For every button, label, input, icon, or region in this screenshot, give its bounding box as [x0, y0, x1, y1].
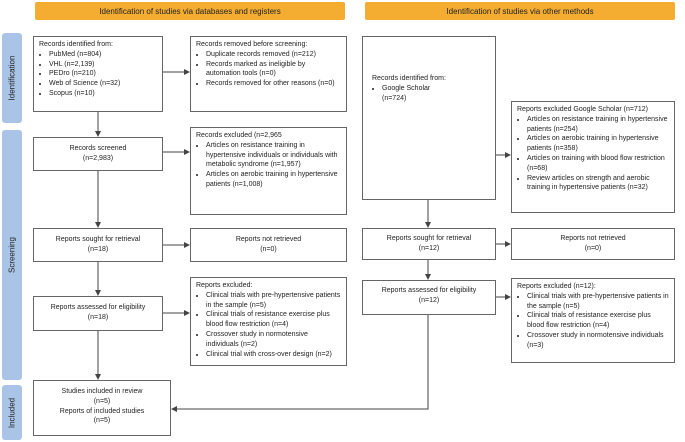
header-databases: Identification of studies via databases …: [35, 2, 345, 20]
list-item: Duplicate records removed (n=212): [206, 50, 341, 60]
other-reports-sought-box: Reports sought for retrieval (n=12): [362, 228, 496, 260]
list-item: PEDro (n=210): [49, 69, 157, 79]
list-item: Articles on resistance training in hyper…: [206, 141, 341, 170]
other-reports-not-retrieved-count: (n=0): [584, 244, 602, 252]
other-reports-assessed-count: (n=12): [418, 296, 440, 304]
list-item: Clinical trials of resistance exercise p…: [527, 311, 669, 331]
list-item: Clinical trials of resistance exercise p…: [206, 310, 341, 330]
list-item: Articles on aerobic training in hyperten…: [206, 170, 341, 190]
records-excluded-box: Records excluded (n=2,965 Articles on re…: [190, 127, 347, 215]
header-databases-label: Identification of studies via databases …: [99, 6, 281, 16]
list-item: Clinical trial with cross-over design (n…: [206, 350, 341, 360]
reports-not-retrieved-count: (n=0): [260, 245, 277, 253]
records-screened-box: Records screened (n=2,983): [33, 137, 163, 171]
excluded-google-scholar-box: Reports excluded Google Scholar (n=712) …: [511, 101, 675, 213]
records-identified-box: Records identified from: PubMed (n=804) …: [33, 36, 163, 112]
studies-included-count: (n=5): [93, 397, 111, 405]
reports-assessed-count: (n=18): [87, 313, 109, 321]
other-reports-sought-count: (n=12): [418, 244, 440, 252]
reports-excluded-box: Reports excluded: Clinical trials with p…: [190, 277, 347, 366]
reports-included-count: (n=5): [93, 417, 111, 425]
reports-assessed-label: Reports assessed for eligibility: [50, 304, 146, 311]
other-reports-assessed-box: Reports assessed for eligibility (n=12): [362, 280, 496, 315]
reports-sought-box: Reports sought for retrieval (n=18): [33, 228, 163, 262]
other-records-identified-title: Records identified from:: [372, 75, 446, 82]
list-item: Articles on aerobic training in hyperten…: [527, 134, 669, 154]
records-removed-box: Records removed before screening: Duplic…: [190, 36, 347, 112]
other-reports-not-retrieved-box: Reports not retrieved (n=0): [511, 228, 675, 260]
reports-excluded-title: Reports excluded:: [196, 282, 253, 289]
phase-included: Included: [2, 385, 22, 440]
records-identified-title: Records identified from:: [39, 41, 113, 48]
records-removed-title: Records removed before screening:: [196, 41, 308, 48]
studies-included-label: Studies included in review: [61, 388, 143, 395]
other-reports-sought-label: Reports sought for retrieval: [386, 235, 472, 242]
list-item: Google Scholar: [382, 84, 490, 94]
phase-identification: Identification: [2, 33, 22, 123]
header-other-label: Identification of studies via other meth…: [446, 6, 594, 16]
reports-sought-count: (n=18): [87, 245, 109, 253]
list-item: Clinical trials with pre-hypertensive pa…: [206, 291, 341, 311]
excluded-google-scholar-title: Reports excluded Google Scholar (n=712): [517, 106, 648, 113]
other-records-identified-box: Records identified from: Google Scholar …: [362, 36, 496, 200]
list-item: PubMed (n=804): [49, 50, 157, 60]
other-reports-assessed-label: Reports assessed for eligibility: [381, 287, 477, 294]
other-reports-not-retrieved-label: Reports not retrieved: [560, 235, 626, 242]
reports-sought-label: Reports sought for retrieval: [55, 236, 141, 243]
list-item: Crossover study in normotensive individu…: [206, 330, 341, 350]
reports-not-retrieved-box: Reports not retrieved (n=0): [190, 228, 347, 262]
list-item: Records marked as ineligible by automati…: [206, 60, 341, 80]
list-item: Crossover study in normotensive individu…: [527, 331, 669, 351]
list-item: Clinical trials with pre-hypertensive pa…: [527, 292, 669, 312]
other-records-identified-count: (n=724): [382, 94, 407, 102]
header-other-methods: Identification of studies via other meth…: [365, 2, 675, 20]
reports-included-label: Reports of included studies: [59, 407, 145, 415]
arrow-right-assessed-to-included: [171, 315, 429, 412]
reports-not-retrieved-label: Reports not retrieved: [235, 236, 302, 243]
list-item: Review articles on strength and aerobic …: [527, 174, 669, 194]
other-reports-excluded-title: Reports excluded (n=12):: [517, 283, 596, 290]
records-screened-label: Records screened: [69, 145, 127, 152]
list-item: Articles on training with blood flow res…: [527, 154, 669, 174]
records-screened-count: (n=2,983): [82, 154, 114, 162]
list-item: Articles on resistance training in hyper…: [527, 115, 669, 135]
reports-assessed-box: Reports assessed for eligibility (n=18): [33, 296, 163, 331]
phase-screening: Screening: [2, 130, 22, 380]
records-excluded-title: Records excluded (n=2,965: [196, 132, 282, 139]
list-item: Scopus (n=10): [49, 89, 157, 99]
studies-included-box: Studies included in review (n=5) Reports…: [33, 380, 171, 436]
list-item: VHL (n=2,139): [49, 60, 157, 70]
list-item: Records removed for other reasons (n=0): [206, 79, 341, 89]
other-reports-excluded-box: Reports excluded (n=12): Clinical trials…: [511, 278, 675, 363]
list-item: Web of Science (n=32): [49, 79, 157, 89]
